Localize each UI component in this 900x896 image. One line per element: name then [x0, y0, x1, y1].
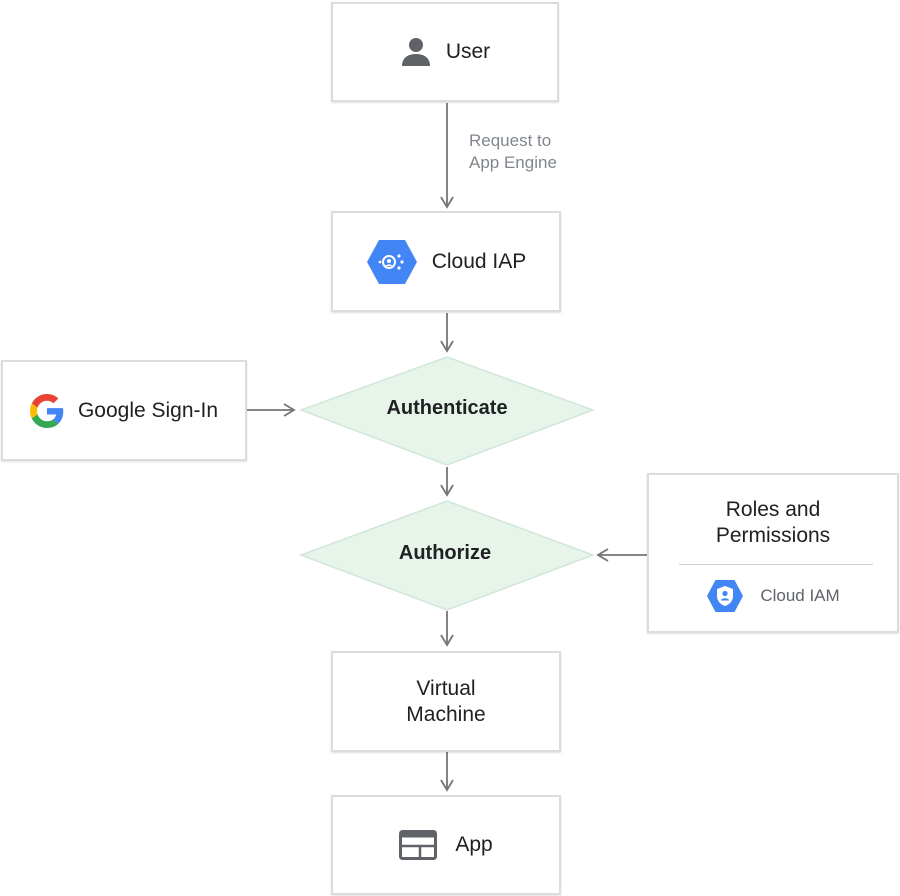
google-signin-node[interactable]: Google Sign-In [1, 360, 247, 461]
cloud-iap-hexagon-icon [366, 239, 418, 285]
person-icon [400, 36, 432, 68]
cloud-iap-label: Cloud IAP [431, 249, 527, 273]
cloud-iam-hexagon-icon [706, 579, 744, 613]
request-edge-label-line2: App Engine [469, 153, 557, 172]
google-signin-label: Google Sign-In [77, 398, 219, 422]
cloud-iam-label: Cloud IAM [760, 586, 840, 605]
authenticate-diamond [298, 356, 596, 466]
roles-permissions-node[interactable]: Roles and Permissions Cloud IAM [647, 473, 899, 633]
authorize-label: Authorize [398, 542, 492, 564]
roles-title-line2: Permissions [715, 524, 831, 547]
request-edge-label-line1: Request to [469, 131, 552, 150]
request-edge-label: Request to App Engine [469, 130, 557, 174]
vm-label-line2: Machine [406, 702, 486, 726]
virtual-machine-node[interactable]: Virtual Machine [331, 651, 561, 752]
cloud-iap-node[interactable]: Cloud IAP [331, 211, 561, 312]
google-g-icon [29, 393, 64, 428]
vm-label: Virtual Machine [406, 676, 485, 728]
user-label: User [445, 40, 491, 63]
roles-title: Roles and Permissions [649, 497, 897, 549]
app-window-icon [399, 830, 438, 860]
cloud-iam-row: Cloud IAM [649, 579, 897, 613]
authenticate-label: Authenticate [386, 397, 508, 419]
app-label: App [455, 833, 493, 856]
app-node[interactable]: App [331, 795, 561, 895]
user-node[interactable]: User [331, 2, 559, 102]
vm-label-line1: Virtual [416, 676, 476, 700]
authorize-diamond [298, 500, 596, 611]
roles-title-line1: Roles and [725, 498, 821, 521]
roles-divider [679, 564, 873, 565]
